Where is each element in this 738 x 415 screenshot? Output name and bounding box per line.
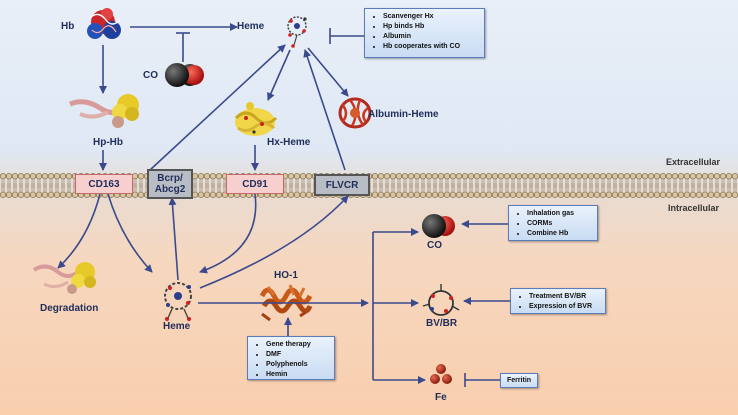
arrow-bcrp-heme [149, 44, 286, 171]
label-heme-bottom: Heme [163, 321, 191, 332]
scavenger-item: Scanvenger Hx [383, 12, 480, 21]
bv-br-molecule-icon [422, 284, 460, 316]
arrow-flvcr-heme [303, 49, 346, 171]
co-sources-box: Inhalation gas CORMs Combine Hb [508, 205, 598, 241]
label-hx-heme: Hx-Heme [267, 137, 311, 148]
label-albumin-heme: Albumin-Heme [368, 109, 439, 120]
scavenger-item: Hp binds Hb [383, 22, 480, 31]
label-extracellular: Extracellular [666, 157, 721, 167]
scavenger-item: Hb cooperates with CO [383, 42, 480, 51]
label-intracellular: Intracellular [668, 203, 720, 213]
ho1-protein-icon [259, 284, 313, 322]
receptor-bcrp-abcg2: Bcrp/ Abcg2 [147, 169, 193, 199]
fe-ions-icon [430, 364, 452, 384]
label-hp-hb: Hp-Hb [93, 137, 123, 148]
arrow-cd163-heme [107, 193, 153, 273]
arrow-cd91-heme [199, 193, 257, 274]
receptor-flvcr: FLVCR [314, 174, 370, 196]
co-source-item: Inhalation gas [527, 209, 593, 218]
albumin-heme-molecule-icon [338, 97, 372, 129]
co-molecule-icon-top [165, 63, 204, 87]
ferritin-box: Ferritin [500, 373, 538, 388]
label-hb: Hb [61, 21, 75, 32]
heme-molecule-icon-bottom [164, 282, 192, 321]
label-degradation: Degradation [40, 303, 99, 314]
degradation-molecule-icon [32, 262, 96, 294]
scavenger-box: Scanvenger Hx Hp binds Hb Albumin Hb coo… [364, 8, 485, 58]
scavenger-item: Albumin [383, 32, 480, 41]
arrow-heme-bcrp [168, 197, 179, 281]
hb-molecule-icon [87, 8, 121, 39]
label-co-top: CO [143, 70, 158, 81]
arrow-heme-hxheme [267, 49, 291, 101]
co-source-item: Combine Hb [527, 229, 593, 238]
ho1-inducer-item: DMF [266, 350, 330, 359]
arrow-cd163-degradation [57, 193, 101, 269]
label-co-bottom: CO [427, 240, 442, 251]
label-bv-br: BV/BR [426, 318, 458, 329]
receptor-cd163: CD163 [75, 174, 133, 194]
ho1-inducer-item: Hemin [266, 370, 330, 379]
hp-hb-molecule-icon [69, 94, 139, 128]
co-source-item: CORMs [527, 219, 593, 228]
ho1-inducer-item: Polyphenols [266, 360, 330, 369]
label-ho1: HO-1 [274, 270, 298, 281]
bvr-box: Treatment BV/BR Expression of BVR [510, 288, 606, 314]
arrow-heme-flvcr [199, 195, 349, 289]
hx-heme-molecule-icon [234, 102, 278, 136]
bvr-item: Expression of BVR [529, 302, 601, 311]
heme-molecule-icon-top [287, 16, 307, 48]
ho1-inducer-item: Gene therapy [266, 340, 330, 349]
bvr-item: Treatment BV/BR [529, 292, 601, 301]
co-molecule-icon-bottom [422, 214, 455, 238]
arrow-heme-albumin [307, 47, 349, 97]
label-heme-top: Heme [237, 21, 265, 32]
ho1-inducers-box: Gene therapy DMF Polyphenols Hemin [247, 336, 335, 380]
receptor-cd91: CD91 [226, 174, 284, 194]
label-fe: Fe [435, 392, 447, 403]
